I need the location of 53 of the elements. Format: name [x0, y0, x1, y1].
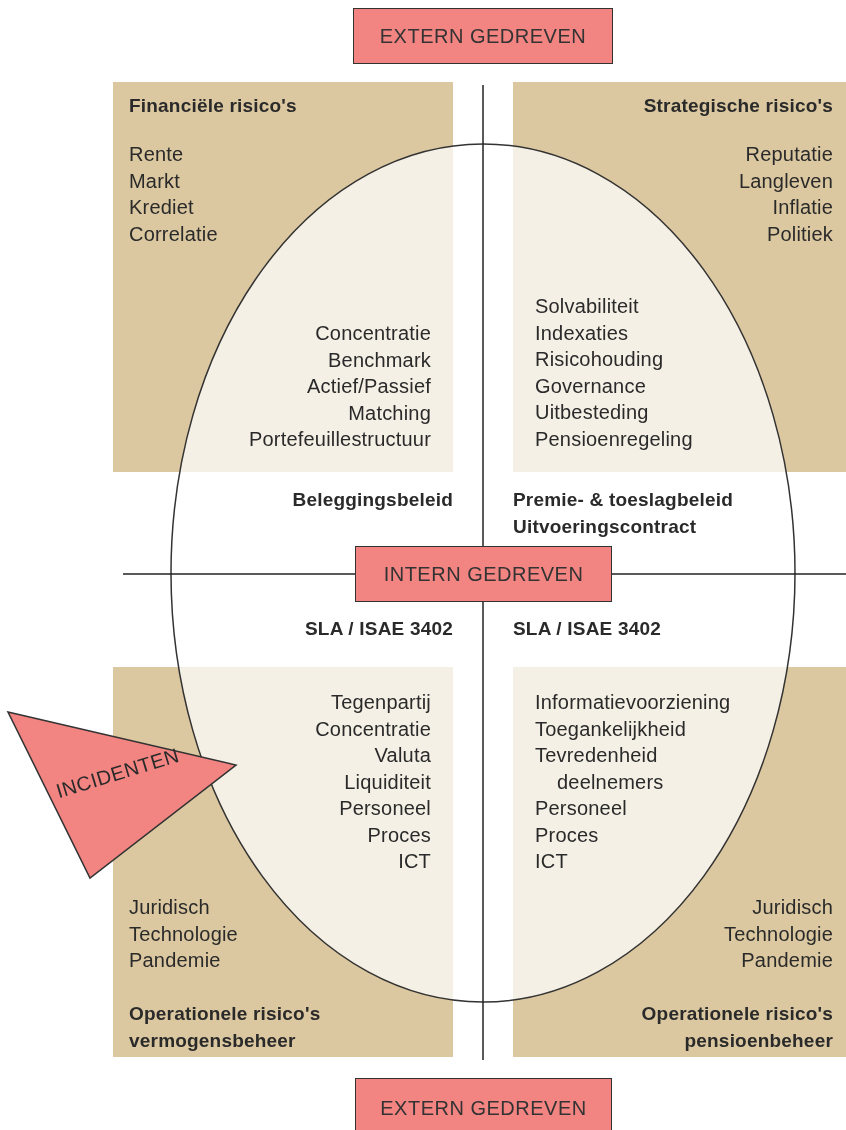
risk-item: Krediet — [129, 195, 194, 220]
risk-item: Proces — [367, 822, 431, 848]
tag-label: INTERN GEDREVEN — [383, 562, 584, 586]
risk-item: Tegenpartij — [330, 690, 431, 715]
risk-item: Indexaties — [535, 320, 629, 346]
panel-heading: Operationele risico's pensioenbeheer — [640, 1002, 833, 1053]
risk-item: Juridisch — [752, 895, 833, 920]
risk-item: Pandemie — [741, 948, 833, 973]
risk-item: Technologie — [129, 921, 238, 947]
risk-item: Personeel — [535, 796, 627, 821]
risk-item: Concentratie — [315, 321, 431, 346]
risk-item: ICT — [535, 849, 568, 874]
risk-item: Governance — [535, 373, 646, 399]
risk-item: Langleven — [738, 168, 833, 194]
risk-item: Concentratie — [315, 716, 431, 742]
section-label: Uitvoeringscontract — [513, 515, 697, 539]
risk-item: Pandemie — [129, 948, 221, 973]
tag-label: EXTERN GEDREVEN — [379, 24, 587, 48]
risk-item: Pensioenregeling — [535, 426, 693, 452]
risk-item: Personeel — [339, 796, 431, 821]
panel-heading: Financiële risico's — [129, 94, 297, 118]
risk-item: Inflatie — [772, 195, 833, 220]
risk-item: Uitbesteding — [535, 400, 649, 425]
risk-item: Solvabiliteit — [535, 294, 639, 319]
risk-item: ICT — [398, 849, 431, 874]
section-label: Premie- & toeslagbeleid — [513, 488, 733, 512]
risk-item: Rente — [129, 142, 184, 167]
tag-box — [353, 8, 613, 64]
risk-item: Technologie — [724, 921, 833, 947]
risk-item: Portefeuillestructuur — [248, 427, 431, 452]
panel-heading: Operationele risico's vermogensbeheer — [129, 1002, 322, 1053]
section-label: SLA / ISAE 3402 — [304, 617, 453, 641]
risk-item: Tevredenheid deelnemers — [535, 743, 665, 795]
risk-item: Juridisch — [129, 895, 210, 920]
tag-box — [355, 546, 612, 602]
risk-item: Valuta — [374, 743, 431, 768]
risk-item: Correlatie — [129, 221, 218, 247]
risk-item: Actief/Passief — [307, 374, 431, 399]
risk-item: Risicohouding — [535, 347, 664, 372]
tag-label: EXTERN GEDREVEN — [380, 1096, 587, 1120]
risk-item: Markt — [129, 168, 180, 194]
risk-item: Proces — [535, 822, 599, 848]
section-label: Beleggingsbeleid — [292, 488, 453, 512]
risk-item: Informatievoorziening — [535, 690, 731, 715]
tag-box — [355, 1078, 612, 1130]
risk-item: Toegankelijkheid — [535, 716, 687, 742]
risk-item: Reputatie — [745, 142, 833, 167]
risk-item: Liquiditeit — [344, 769, 431, 795]
risk-item: Matching — [348, 400, 431, 426]
panel-heading: Strategische risico's — [643, 94, 833, 118]
risk-item: Politiek — [766, 221, 833, 247]
risk-item: Benchmark — [328, 347, 431, 373]
section-label: SLA / ISAE 3402 — [513, 617, 662, 641]
